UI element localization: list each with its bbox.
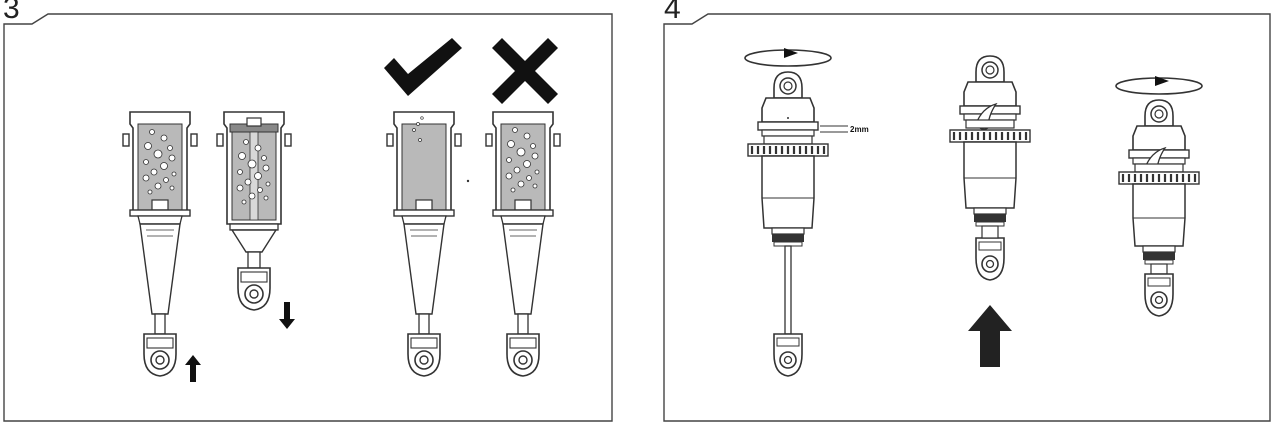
- rotate-clockwise-icon: [744, 48, 832, 67]
- step-4-illustration: 2mm: [663, 13, 1271, 422]
- shock-correct-no-air: [386, 111, 462, 377]
- arrow-down-icon: [279, 302, 295, 329]
- shock-compressed-bubbles: [122, 111, 198, 377]
- step-4-panel: 2mm: [660, 0, 1275, 424]
- step-3-panel: 3: [0, 0, 616, 424]
- gap-indicator: 2mm: [820, 125, 869, 134]
- arrow-up-icon: [185, 355, 201, 382]
- shock-compressed: [948, 55, 1032, 281]
- shock-compressed-rotated: [1117, 99, 1201, 317]
- cross-mark-icon: [492, 38, 558, 104]
- arrow-up-icon: [968, 305, 1012, 367]
- shock-incorrect-air-bubbles: [485, 111, 561, 377]
- check-mark-icon: [384, 38, 462, 96]
- gap-label: 2mm: [850, 125, 869, 134]
- shock-extended-bubbles: [216, 111, 292, 311]
- step-number: 3: [3, 0, 20, 25]
- rotate-clockwise-icon: [1115, 76, 1203, 95]
- step-number: 4: [664, 0, 681, 25]
- step-3-illustration: [3, 13, 613, 422]
- shock-extended-gap: [746, 71, 830, 377]
- panel-frame: [3, 13, 613, 422]
- panel-frame: [663, 13, 1271, 422]
